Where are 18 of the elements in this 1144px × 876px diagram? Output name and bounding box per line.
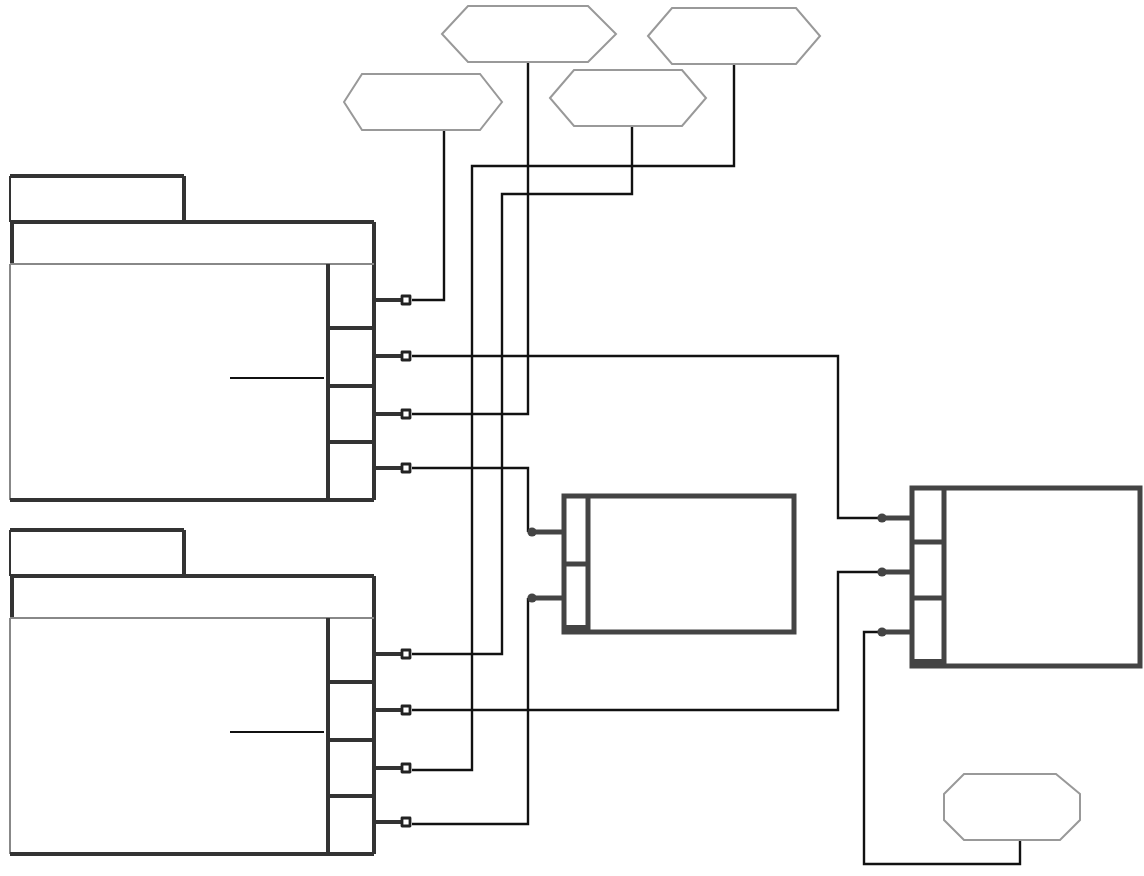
connector-line	[412, 354, 878, 520]
hexagon-shape	[442, 6, 616, 62]
block-drawing	[878, 484, 1144, 670]
hexagon-shape	[344, 74, 502, 130]
hexagon-shape	[648, 8, 820, 64]
octagon-shape	[944, 774, 1080, 840]
connector-line	[412, 570, 878, 712]
block-drawing	[8, 528, 412, 858]
connector-line	[412, 466, 530, 532]
connector-line	[412, 130, 446, 302]
connector-line	[412, 64, 736, 772]
connector-line	[412, 62, 530, 416]
connector-line	[412, 126, 634, 656]
connector-line	[412, 598, 530, 826]
block-drawing	[528, 492, 798, 636]
connector-line	[862, 630, 1022, 866]
block-drawing	[8, 174, 412, 504]
hexagon-shape	[550, 70, 706, 126]
